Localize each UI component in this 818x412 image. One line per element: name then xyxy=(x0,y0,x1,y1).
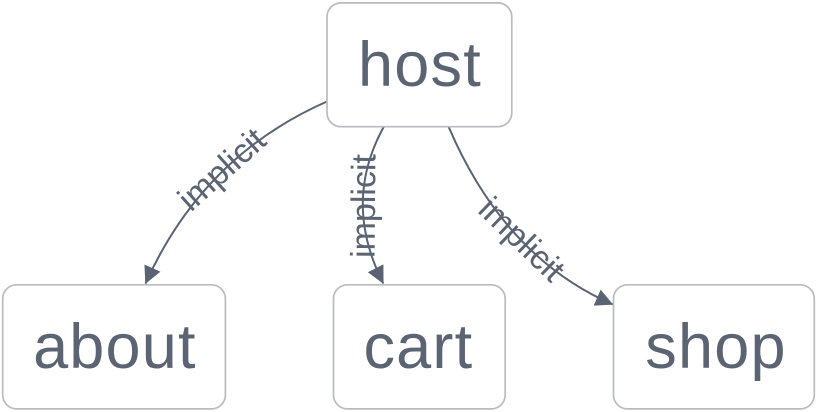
svg-text:cart: cart xyxy=(363,312,473,382)
svg-text:implicit: implicit xyxy=(171,120,274,218)
svg-text:implicit: implicit xyxy=(345,153,384,258)
svg-text:implicit: implicit xyxy=(471,190,573,290)
svg-text:about: about xyxy=(33,312,197,382)
svg-text:shop: shop xyxy=(645,312,786,382)
svg-text:host: host xyxy=(358,30,482,100)
